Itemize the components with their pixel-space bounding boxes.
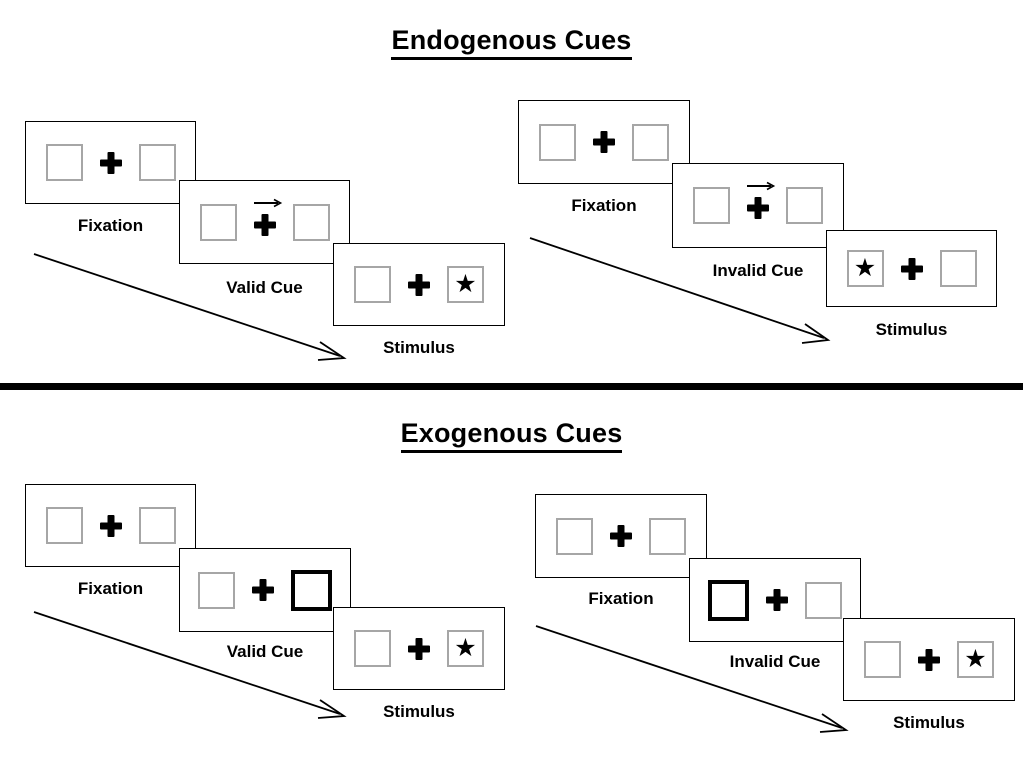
caption-endogenous-valid-fixation: Fixation [77,216,144,235]
frame-content [45,144,176,181]
fixation-cross-icon [100,515,122,537]
frame-content [539,123,669,161]
right-box-with-target: ★ [447,266,484,303]
right-box [939,250,977,287]
right-arrow-icon [253,198,282,207]
star-icon: ★ [454,633,477,662]
caption-exogenous-valid-cue: Valid Cue [226,642,304,661]
frame-content: ★ [354,630,484,667]
section-title-exogenous-text: Exogenous Cues [400,418,623,453]
left-box [539,123,576,161]
left-box [693,187,730,224]
right-box [138,144,176,181]
fixation-cross-icon [252,579,274,601]
fixation-cross-icon [593,131,615,153]
fixation-cross-icon [901,258,923,280]
caption-exogenous-invalid-fixation: Fixation [588,589,654,608]
section-title-exogenous: Exogenous Cues [0,418,1023,453]
frame-content [199,198,330,241]
right-box [786,187,823,224]
frame-content [693,181,823,224]
frame-endogenous-valid-stimulus: ★ [333,243,505,326]
frame-exogenous-invalid-cue [689,558,861,642]
left-box [198,571,235,609]
left-box-with-target: ★ [846,250,884,287]
right-box [632,123,669,161]
section-title-endogenous: Endogenous Cues [0,25,1023,60]
frame-exogenous-invalid-stimulus: ★ [843,618,1015,701]
timeline-arrow-endogenous-valid [33,253,347,361]
right-box-cued [291,569,332,611]
star-icon: ★ [964,644,987,673]
frame-content: ★ [864,641,994,678]
right-box-with-target: ★ [957,641,994,678]
frame-content: ★ [846,250,977,287]
caption-endogenous-invalid-cue: Invalid Cue [712,261,804,280]
right-box [138,507,176,544]
fixation-cross-icon [253,198,282,236]
frame-endogenous-invalid-cue [672,163,844,248]
right-box [649,517,686,555]
frame-content [45,507,176,544]
left-box-cued [708,579,749,621]
fixation-cross-icon [918,649,940,671]
frame-content [198,569,332,611]
fixation-cross-icon [747,181,776,219]
section-title-endogenous-text: Endogenous Cues [391,25,632,60]
frame-content [708,579,842,621]
left-box [864,641,901,678]
left-box [45,507,83,544]
caption-exogenous-valid-stimulus: Stimulus [383,702,455,721]
star-icon: ★ [853,253,877,282]
fixation-cross-icon [610,525,632,547]
caption-endogenous-invalid-stimulus: Stimulus [875,320,948,339]
fixation-cross-icon [100,152,122,174]
frame-endogenous-valid-cue [179,180,350,264]
frame-exogenous-valid-fixation [25,484,196,567]
caption-exogenous-invalid-stimulus: Stimulus [893,713,965,732]
right-box-with-target: ★ [447,630,484,667]
left-box [556,517,593,555]
frame-content: ★ [354,266,484,303]
fixation-cross-icon [408,638,430,660]
right-arrow-icon [747,181,776,191]
frame-exogenous-invalid-fixation [535,494,707,578]
right-box [292,203,330,241]
left-box [45,144,83,181]
timeline-arrow-endogenous-invalid [529,237,831,344]
caption-endogenous-valid-cue: Valid Cue [226,278,303,297]
frame-endogenous-invalid-stimulus: ★ [826,230,997,307]
frame-content [556,517,686,555]
frame-endogenous-valid-fixation [25,121,196,204]
caption-exogenous-valid-fixation: Fixation [77,579,144,598]
caption-exogenous-invalid-cue: Invalid Cue [729,652,821,671]
frame-exogenous-valid-stimulus: ★ [333,607,505,690]
left-box [354,630,391,667]
caption-endogenous-invalid-fixation: Fixation [571,196,637,215]
left-box [199,203,237,241]
caption-endogenous-valid-stimulus: Stimulus [383,338,455,357]
frame-exogenous-valid-cue [179,548,351,632]
frame-endogenous-invalid-fixation [518,100,690,184]
section-divider [0,383,1023,390]
fixation-cross-icon [408,274,430,296]
fixation-cross-icon [766,589,788,611]
right-box [805,581,842,619]
left-box [354,266,391,303]
star-icon: ★ [454,269,477,298]
